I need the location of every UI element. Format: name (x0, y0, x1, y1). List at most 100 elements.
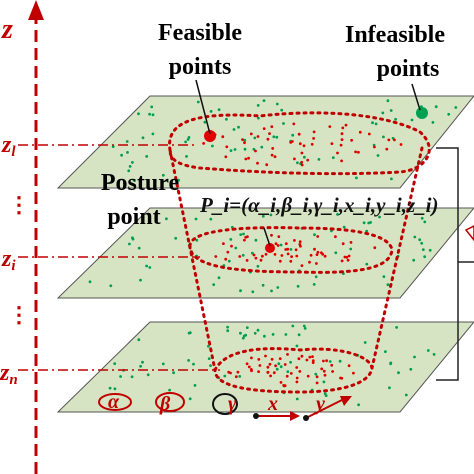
infeasible-dot (119, 375, 122, 378)
feasible-dot (270, 153, 274, 157)
infeasible-dot (410, 118, 414, 122)
level-label-l-sub: l (11, 144, 16, 160)
feasible-dot (295, 254, 299, 258)
feasible-dot (311, 359, 315, 362)
feasible-dot (262, 127, 266, 130)
infeasible-dot (434, 105, 438, 109)
infeasible-dot (275, 102, 279, 106)
infeasible-dot (233, 148, 237, 151)
infeasible-point-scatter (88, 99, 458, 407)
feasible-dot (352, 371, 355, 375)
infeasible-dot (127, 169, 131, 173)
feasible-dot (234, 375, 238, 379)
infeasible-dot (251, 251, 254, 255)
infeasible-dot (226, 329, 230, 333)
infeasible-dot (192, 362, 195, 366)
infeasible-dot (238, 375, 242, 378)
feasible-dot (344, 123, 348, 127)
infeasible-dot (423, 255, 427, 259)
infeasible-dot (291, 324, 295, 328)
feasible-dot (268, 132, 271, 136)
feasible-boundary (168, 111, 431, 394)
feasible-dot (256, 135, 260, 138)
feasible-dot (202, 142, 206, 145)
feasible-dot (257, 370, 260, 373)
beta-symbol: β (159, 393, 171, 415)
level-label-i-sub: i (11, 258, 16, 274)
feasible-dot (330, 142, 334, 146)
infeasible-dot (209, 110, 213, 113)
feasible-dot (347, 364, 351, 368)
level-label-i-main: z (1, 246, 12, 272)
infeasible-dot (336, 213, 339, 216)
infeasible-dot (420, 241, 424, 245)
feasible-dot (315, 381, 319, 385)
infeasible-dot (187, 136, 191, 139)
feasible-dot (256, 161, 259, 165)
infeasible-dot (146, 373, 150, 377)
feasible-dot (224, 257, 228, 261)
posture-label-line1: Posture (101, 170, 180, 196)
infeasible-dot (209, 217, 213, 221)
alpha-symbol: α (108, 391, 120, 413)
infeasible-dot (382, 135, 385, 139)
infeasible-dot (276, 286, 280, 289)
feasible-dot (358, 130, 362, 134)
level-label-l: zl (1, 132, 16, 160)
infeasible-dot (349, 247, 353, 251)
infeasible-dot (111, 145, 115, 149)
feasible-dot (325, 359, 328, 363)
feasible-dot (393, 138, 396, 142)
infeasible-dot (128, 165, 132, 168)
feasible-dot (227, 370, 231, 374)
infeasible-dot (211, 144, 214, 148)
boundary-middle-ring (188, 226, 394, 274)
feasible-dot (340, 159, 343, 163)
feasible-dot (249, 132, 253, 136)
infeasible-dot (295, 397, 299, 401)
infeasible-dot (161, 362, 165, 366)
infeasible-dot (217, 276, 221, 280)
feasible-dot (299, 244, 302, 248)
feasible-dot (309, 253, 313, 257)
feasible-dot (347, 254, 351, 258)
infeasible-dot (386, 99, 390, 103)
feasible-dot (236, 370, 240, 374)
feasible-dot (241, 138, 244, 142)
feasible-dot (274, 364, 277, 368)
infeasible-dot (367, 221, 371, 225)
infeasible-dot (313, 233, 316, 237)
gamma-rotation-icon (212, 393, 238, 415)
feasible-dot (341, 126, 345, 130)
feasible-dot (322, 359, 325, 363)
infeasible-dot (151, 113, 155, 117)
infeasible-dot (428, 248, 432, 252)
feasible-dot (387, 138, 391, 142)
feasible-dot (284, 242, 288, 246)
feasible-dot (367, 132, 371, 136)
feasible-dot (311, 361, 315, 364)
infeasible-dot (227, 259, 231, 263)
infeasible-dot (289, 248, 293, 251)
infeasible-dot (374, 122, 378, 126)
feasible-dot (297, 357, 301, 361)
infeasible-dot (270, 289, 273, 293)
infeasible-dot (409, 367, 413, 371)
feasible-leader (195, 79, 211, 135)
infeasible-dot (239, 233, 243, 237)
infeasible-dot (229, 149, 233, 153)
infeasible-dot (108, 386, 112, 390)
feasible-dot (214, 255, 218, 258)
feasible-dot (340, 132, 344, 136)
feasible-dot (280, 254, 284, 257)
infeasible-dot (185, 155, 188, 158)
infeasible-dot (275, 135, 279, 139)
feasible-dot (315, 253, 319, 256)
infeasible-dot (145, 155, 149, 158)
plane-bottom (56, 321, 474, 413)
feasible-dot (385, 147, 389, 151)
feasible-dot (247, 156, 251, 160)
infeasible-dot (418, 238, 422, 242)
infeasible-dot (196, 100, 200, 104)
